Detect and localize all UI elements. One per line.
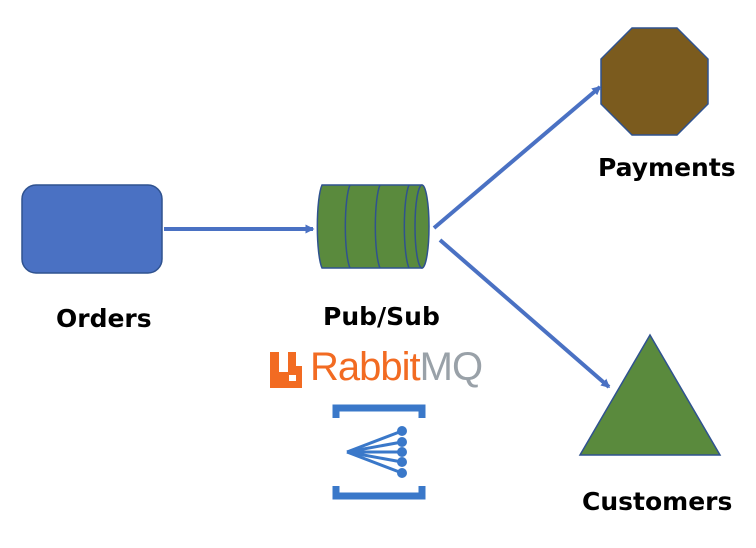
rabbitmq-wordmark: RabbitMQ <box>310 345 483 389</box>
pubsub-label: Pub/Sub <box>323 302 440 331</box>
customers-label: Customers <box>582 487 733 516</box>
orders-label: Orders <box>56 304 152 333</box>
azure-event-grid-icon <box>332 404 426 500</box>
payments-label: Payments <box>598 153 736 182</box>
payments-node[interactable] <box>600 27 709 136</box>
customers-node[interactable] <box>578 333 722 456</box>
orders-node[interactable] <box>21 184 163 274</box>
rabbitmq-logo-icon <box>270 352 302 388</box>
rabbitmq-wordmark-rabbit: Rabbit <box>310 345 421 389</box>
arrow-pubsub-to-payments <box>432 85 602 230</box>
rabbitmq-wordmark-mq: MQ <box>419 345 483 389</box>
pubsub-queue-node[interactable] <box>316 184 430 269</box>
arrow-pubsub-to-customers <box>438 238 611 389</box>
